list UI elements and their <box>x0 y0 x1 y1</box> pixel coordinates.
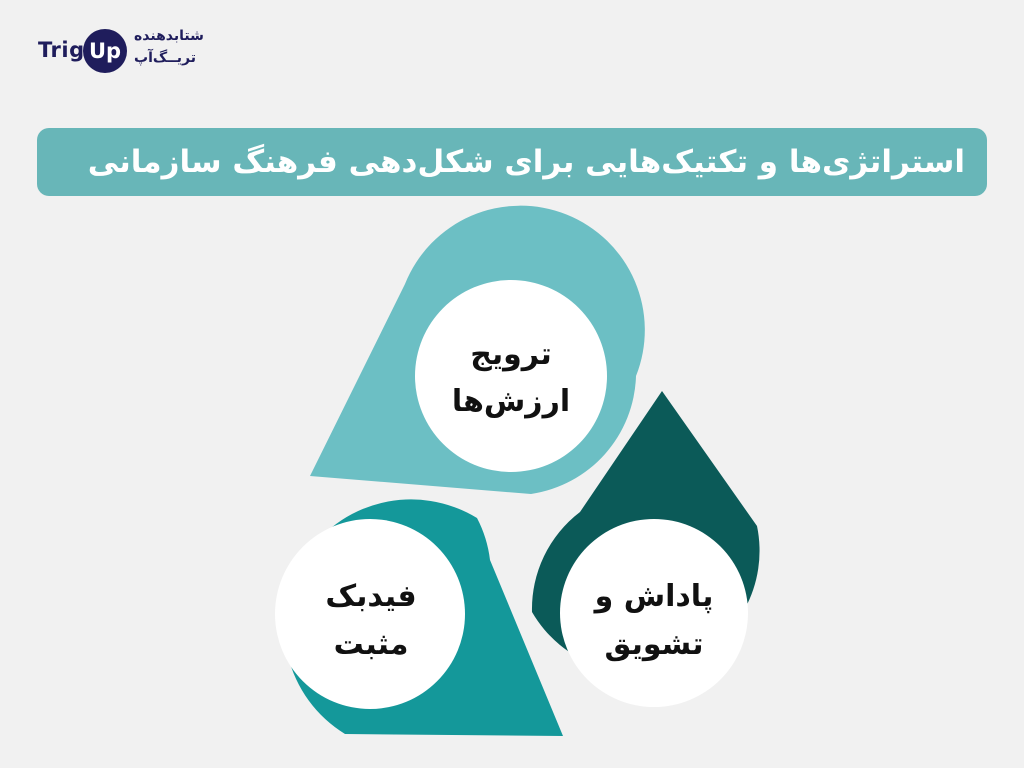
label-top-line2: ارزش‌ها <box>452 384 570 419</box>
page-title: استراتژی‌ها و تکتیک‌هایی برای شکل‌دهی فر… <box>87 144 965 180</box>
label-right-line2: تشویق <box>605 627 704 662</box>
label-top-line1: ترویج <box>470 337 551 372</box>
circle-right <box>560 519 748 707</box>
circle-left <box>275 519 465 709</box>
logo-wordmark-trig: Trig <box>38 38 85 62</box>
label-right-line1: پاداش و <box>593 579 714 614</box>
logo: Trig Up شتابدهنده تریــگ‌آپ <box>30 22 230 82</box>
circle-top <box>415 280 607 472</box>
label-left-line2: مثبت <box>334 627 409 662</box>
logo-subtitle-line1: شتابدهنده <box>134 28 204 44</box>
logo-subtitle-line2: تریــگ‌آپ <box>134 50 196 66</box>
label-left-line1: فیدبک <box>325 579 416 614</box>
title-banner: استراتژی‌ها و تکتیک‌هایی برای شکل‌دهی فر… <box>37 128 987 196</box>
logo-badge-up: Up <box>83 29 127 73</box>
